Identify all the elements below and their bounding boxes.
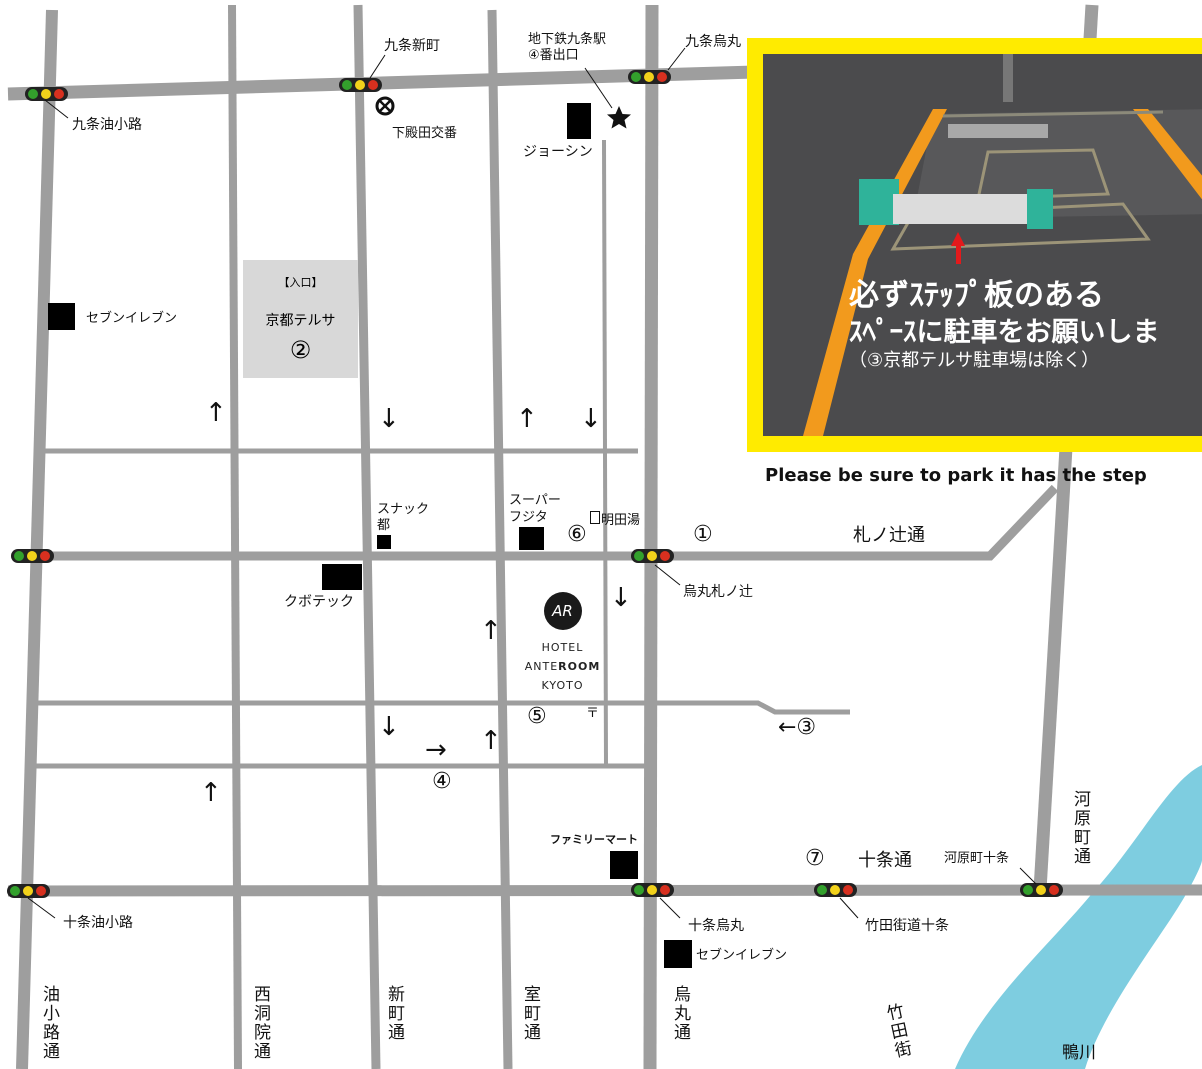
telsa-number-label: ② — [289, 336, 312, 364]
super-fujita-marker — [519, 527, 544, 550]
label-takeda-kaido-jujo: 竹田街道十条 — [865, 918, 949, 934]
arrow-down: ↓ — [378, 712, 400, 742]
label-num4: ④ — [432, 769, 452, 794]
post-office-icon: 〒 — [586, 706, 600, 721]
signals — [7, 70, 1063, 898]
photo-caption-line2: ｽﾍﾟｰｽに駐車をお願いしま — [849, 317, 1160, 348]
telsa-name-label: 京都テルサ — [265, 313, 336, 329]
street-karasuma: 烏丸通 — [670, 985, 690, 1042]
street-shinmachi: 新町通 — [384, 985, 404, 1042]
hotel-line1: HOTEL — [541, 641, 584, 654]
arrow-down: ↓ — [610, 583, 632, 613]
road-fudanotsuji — [15, 484, 1059, 561]
street-muromachi: 室町通 — [520, 985, 540, 1042]
label-koban: 下殿田交番 — [392, 126, 458, 141]
street-nishinotoin: 西洞院通 — [250, 985, 270, 1061]
label-super-1: スーパー — [509, 493, 561, 508]
label-num6: ⑥ — [567, 522, 587, 547]
label-snack-2: 都 — [377, 518, 391, 533]
label-subway-exit-1: 地下鉄九条駅 — [528, 32, 607, 47]
label-kujo-karasuma: 九条烏丸 — [685, 34, 741, 50]
label-num3-arrow: ←③ — [778, 715, 817, 740]
label-seven-eleven-west: セブンイレブン — [86, 311, 178, 326]
seven-eleven-south-marker — [664, 940, 692, 968]
ar-logo-icon: AR — [543, 592, 582, 630]
arrow-right: → — [425, 735, 447, 765]
road-minor-4 — [602, 139, 608, 767]
hotel-line2-a: ANTE — [524, 660, 559, 673]
hotel-line3: KYOTO — [541, 679, 584, 692]
seven-eleven-west-marker — [48, 303, 75, 330]
street-kawaramachi: 河原町通 — [1070, 790, 1090, 866]
arrow-up: ↑ — [480, 616, 502, 646]
label-kubotekku: クボテック — [284, 594, 354, 610]
label-family-mart: ファミリーマート — [550, 833, 638, 846]
label-kamogawa: 鴨川 — [1062, 1043, 1096, 1063]
label-fudanotsuji-dori: 札ノ辻通 — [853, 525, 925, 546]
arrow-up: ↑ — [205, 398, 227, 428]
label-jujo-dori: 十条通 — [858, 850, 912, 871]
photo-caption-line1: 必ずｽﾃｯﾌﾟ板のある — [849, 278, 1104, 313]
road-muromachi — [487, 9, 513, 1069]
kyoto-telsa-block: 【入口】 京都テルサ ② — [243, 260, 358, 378]
photo-caption-english: Please be sure to park it has the step — [765, 465, 1147, 486]
arrow-up: ↑ — [516, 404, 538, 434]
photo-caption-line3: （③京都テルサ駐車場は除く） — [849, 350, 1100, 371]
joshin-marker — [567, 103, 591, 139]
koban-icon — [375, 96, 395, 116]
label-super-2: フジタ — [509, 510, 548, 525]
label-karasuma-fudanotsuji: 烏丸札ノ辻 — [683, 584, 753, 600]
hotel-anteroom-logo: AR HOTEL ANTEROOM KYOTO — [520, 592, 605, 695]
road-shinmachi — [353, 4, 381, 1069]
akita-yu-text: 明田湯 — [601, 513, 641, 528]
kamo-river — [955, 765, 1202, 1069]
label-seven-eleven-south: セブンイレブン — [696, 948, 788, 963]
street-aburakoji: 油小路通 — [39, 985, 59, 1061]
arrow-up: ↑ — [480, 726, 502, 756]
label-subway-exit-2: ④番出口 — [528, 48, 579, 63]
bath-icon — [590, 511, 600, 524]
label-joshin: ジョーシン — [523, 144, 593, 160]
label-num7: ⑦ — [805, 846, 825, 871]
label-snack-1: スナック — [377, 502, 430, 517]
road-minor-2 — [28, 700, 850, 715]
label-jujo-aburakoji: 十条油小路 — [63, 915, 133, 931]
telsa-entrance-label: 【入口】 — [278, 276, 323, 289]
label-kawaramachi-jujo: 河原町十条 — [944, 851, 1010, 866]
road-aburakoji — [16, 9, 58, 1069]
snack-marker — [377, 535, 391, 549]
hotel-line2: ANTEROOM — [520, 657, 605, 676]
road-karasuma — [643, 4, 659, 1069]
label-kujo-shinmachi: 九条新町 — [384, 38, 440, 54]
hotel-line2-b: ROOM — [558, 660, 601, 673]
label-jujo-karasuma: 十条烏丸 — [688, 918, 744, 934]
label-num1: ① — [693, 522, 713, 547]
kubotekku-marker — [322, 564, 362, 590]
arrow-up: ↑ — [200, 778, 222, 808]
road-jujo — [7, 884, 1202, 897]
label-num5: ⑤ — [527, 704, 547, 729]
family-mart-marker — [610, 851, 638, 879]
parking-photo: 必ずｽﾃｯﾌﾟ板のある ｽﾍﾟｰｽに駐車をお願いしま （③京都テルサ駐車場は除く… — [763, 54, 1202, 436]
arrow-down: ↓ — [580, 404, 602, 434]
label-kujo-aburakoji: 九条油小路 — [72, 117, 142, 133]
subway-exit-star-icon — [607, 106, 631, 129]
parking-photo-panel: 必ずｽﾃｯﾌﾟ板のある ｽﾍﾟｰｽに駐車をお願いしま （③京都テルサ駐車場は除く… — [747, 38, 1202, 452]
label-akita-yu: 明田湯 — [590, 511, 640, 529]
road-nishinotoin — [228, 4, 242, 1069]
arrow-down: ↓ — [378, 404, 400, 434]
